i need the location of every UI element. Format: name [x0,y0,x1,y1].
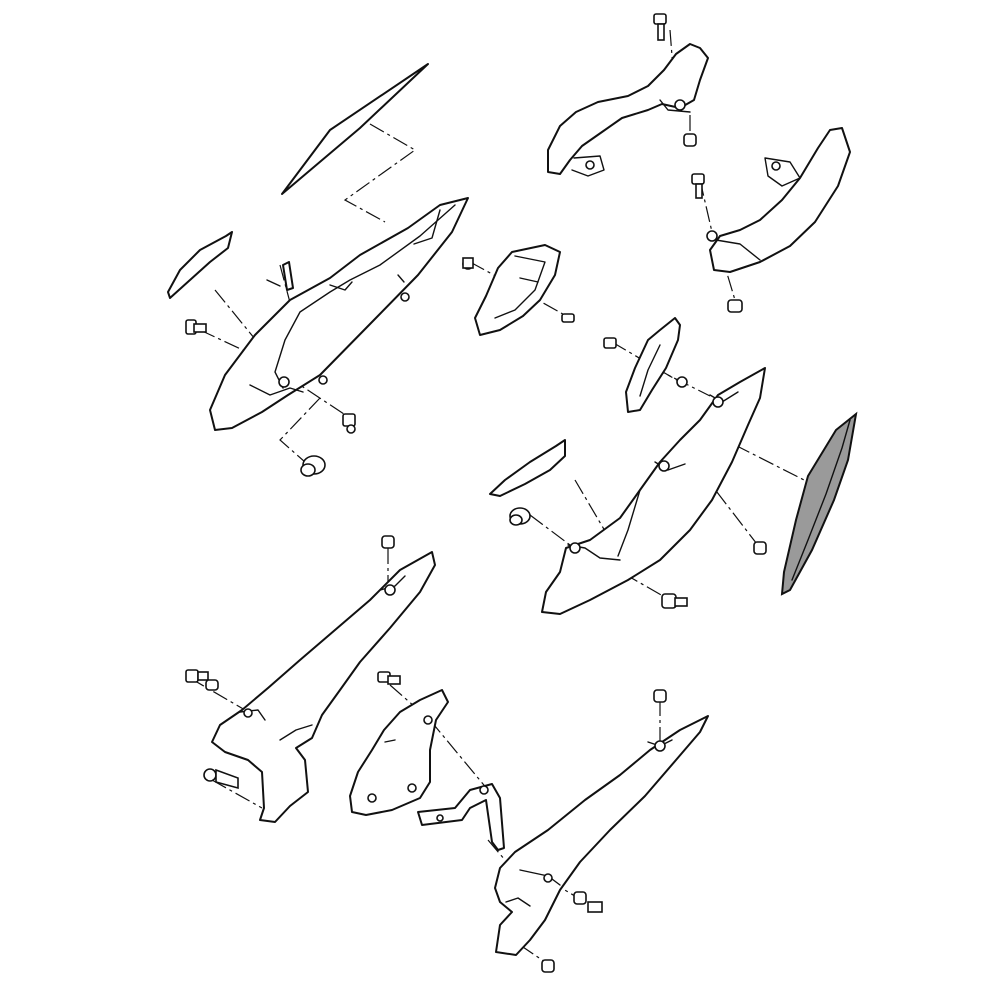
reflector [780,411,858,596]
middle-bracket [603,317,688,413]
grab-rail-right [691,127,851,313]
center-bracket [474,244,575,336]
trim-strip-left [167,231,233,299]
tail-cover-left [209,197,469,431]
bolt-icon [661,593,688,609]
mount-plate [349,671,449,816]
trim-strip-right [489,439,566,497]
bolt-icon [185,319,207,335]
grab-rail-left [547,13,709,177]
screw-icon [462,257,474,270]
decal-top [281,63,429,195]
grommet-icon [509,507,531,526]
nut-icon [753,541,767,555]
z-bracket [417,783,505,851]
tail-cover-right [541,367,766,615]
side-cover-left [185,535,436,823]
nut-icon [342,413,356,434]
grommet-icon [300,455,326,477]
clip-small [266,261,294,291]
side-cover-right [494,689,709,973]
